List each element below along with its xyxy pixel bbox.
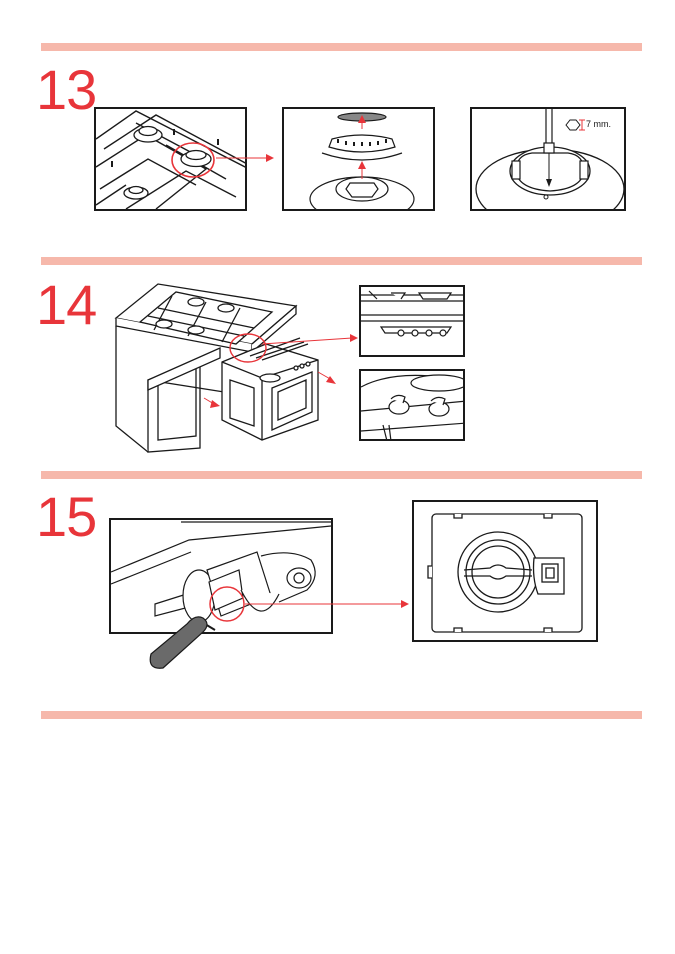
step15-tap-detail xyxy=(412,500,598,642)
section-divider-15 xyxy=(41,471,642,479)
spanner-size-label: 7 mm. xyxy=(586,119,611,129)
step13-hob-illustration xyxy=(94,107,247,211)
step-number-15: 15 xyxy=(36,489,96,545)
step13-burner-exploded xyxy=(282,107,435,211)
section-divider-14 xyxy=(41,257,642,265)
step-number-13: 13 xyxy=(36,62,96,118)
step-number-14: 14 xyxy=(36,277,96,333)
section-divider-bottom xyxy=(41,711,642,719)
step15-tap-screwdriver xyxy=(109,518,333,634)
step13-injector-spanner: 7 mm. xyxy=(470,107,626,211)
step14-detail-bottom xyxy=(359,369,465,441)
step14-detail-top xyxy=(359,285,465,357)
section-divider-13 xyxy=(41,43,642,51)
